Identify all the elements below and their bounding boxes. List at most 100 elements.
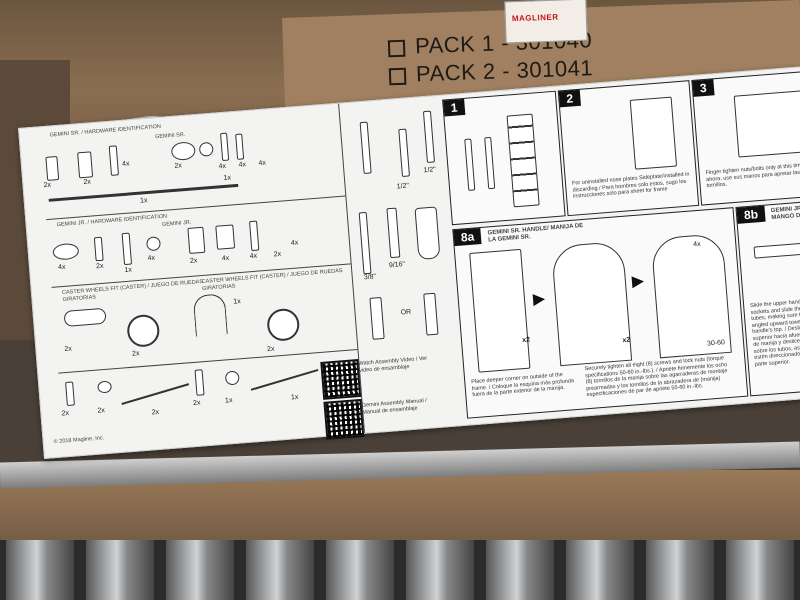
nut-part bbox=[224, 370, 240, 386]
assembly-detail bbox=[733, 90, 800, 158]
qty-label: 4x bbox=[121, 160, 130, 168]
bolt-part bbox=[220, 132, 230, 162]
roller bbox=[646, 540, 714, 600]
roller bbox=[6, 540, 74, 600]
qty-label: 1x bbox=[233, 298, 241, 306]
bolt-part bbox=[65, 381, 75, 407]
handle-detail bbox=[753, 241, 800, 259]
bracket-part bbox=[187, 226, 206, 254]
caster-wheel-part bbox=[126, 313, 161, 349]
arrow-right-icon bbox=[631, 275, 645, 289]
bracket-part bbox=[45, 156, 60, 181]
roller bbox=[486, 540, 554, 600]
qty-label: 2x bbox=[189, 257, 198, 265]
callout-label: x2 bbox=[622, 336, 631, 345]
qty-label: 1x bbox=[223, 174, 232, 183]
washer-part bbox=[170, 141, 196, 162]
wrench-tool bbox=[398, 128, 411, 178]
checkbox-icon bbox=[387, 39, 406, 57]
step-caption: Slide the upper handle of the pivot sock… bbox=[749, 297, 800, 368]
qty-label: 2x bbox=[64, 345, 73, 354]
qty-label: 4x bbox=[238, 161, 247, 169]
callout-label: 30-60 bbox=[706, 339, 726, 348]
wrench-tool bbox=[369, 297, 385, 340]
qty-label: 4x bbox=[218, 162, 227, 171]
ladder-frame bbox=[506, 113, 540, 208]
socket-wrench-tool bbox=[386, 207, 401, 259]
qty-label: 2x bbox=[273, 250, 282, 259]
roller bbox=[566, 540, 634, 600]
qty-label: 4x bbox=[258, 159, 267, 168]
frame-detail bbox=[469, 248, 531, 373]
brand-sticker: MAGLINER bbox=[504, 0, 588, 44]
handle-grip-part bbox=[63, 307, 107, 327]
qr-caption: Gemini Assembly Manual / Manual de ensam… bbox=[361, 397, 428, 416]
qty-label: 4x bbox=[57, 263, 66, 272]
qty-label: 2x bbox=[43, 181, 52, 190]
washer-part bbox=[97, 380, 113, 394]
frame-detail bbox=[629, 96, 678, 170]
caster-header-2: CASTER WHEELS FIT (CASTER) / JUEGO DE RU… bbox=[201, 267, 343, 293]
qty-label: 4x bbox=[147, 254, 156, 263]
caster-header-1: CASTER WHEELS FIT (CASTER) / JUEGO DE RU… bbox=[61, 278, 204, 304]
adjustable-wrench-tool bbox=[423, 292, 439, 336]
tool-label: 9/16" bbox=[388, 261, 406, 270]
loop-handle-part bbox=[192, 293, 228, 337]
step-number: 8b bbox=[736, 205, 766, 224]
qty-label: 1x bbox=[290, 393, 299, 402]
step-number: 3 bbox=[692, 79, 715, 97]
qty-label: 2x bbox=[266, 345, 275, 354]
step-subtitle: GEMINI JR. HANDLE/ MANGO DE LA GEMINI bbox=[770, 203, 800, 222]
qty-label: 2x bbox=[192, 399, 201, 408]
tool-label: 1/2" bbox=[396, 182, 410, 191]
tool-label: 3/8" bbox=[363, 273, 377, 282]
qty-label: 4x bbox=[249, 252, 258, 261]
caster-wheel-part bbox=[266, 307, 301, 343]
qty-label: 4x bbox=[290, 239, 299, 247]
pliers-tool bbox=[414, 206, 441, 260]
washer-part bbox=[52, 242, 80, 261]
qr-caption: Watch Assembly Video / Ver video de ensa… bbox=[358, 355, 428, 374]
roller bbox=[166, 540, 234, 600]
step-number: 8a bbox=[453, 228, 482, 247]
roller bbox=[406, 540, 474, 600]
bolt-part bbox=[249, 220, 260, 252]
bolt-part bbox=[194, 369, 205, 396]
bracket-part bbox=[77, 151, 94, 179]
bolt-part bbox=[121, 232, 133, 266]
qr-code-icon[interactable] bbox=[323, 398, 365, 440]
nut-part bbox=[198, 141, 214, 157]
step-panel-8a: 8a GEMINI SR. HANDLE/ MANIJA DE LA GEMIN… bbox=[452, 207, 749, 419]
qty-label: 1x bbox=[124, 266, 133, 275]
step-caption: For uninstalled nose plates Sideplate/in… bbox=[571, 171, 690, 200]
step-caption: Finger tighten nuts/bolts only at this t… bbox=[705, 160, 800, 190]
roller bbox=[86, 540, 154, 600]
callout-label: x2 bbox=[521, 336, 531, 345]
step-subtitle: GEMINI SR. HANDLE/ MANIJA DE LA GEMINI S… bbox=[487, 222, 584, 244]
step-panel-2: 2 For uninstalled nose plates Sideplate/… bbox=[557, 80, 700, 217]
screwdriver-tool bbox=[358, 211, 372, 275]
roller bbox=[326, 540, 394, 600]
roller bbox=[246, 540, 314, 600]
pack-line-2: PACK 2 - 301041 bbox=[388, 55, 594, 88]
qty-label: 2x bbox=[131, 350, 140, 358]
qr-code-icon[interactable] bbox=[320, 359, 362, 400]
bolt-part bbox=[235, 133, 245, 160]
copyright-text: © 2018 Magline, Inc. bbox=[53, 435, 105, 446]
step-panel-1: 1 bbox=[442, 90, 566, 226]
hardware-subheader-sr: GEMINI SR. bbox=[154, 131, 186, 141]
nut-part bbox=[145, 236, 162, 252]
qty-label: 1x bbox=[224, 397, 233, 405]
tool-label: 1/2" bbox=[423, 166, 437, 175]
qty-label: 2x bbox=[174, 162, 183, 170]
rod-part bbox=[250, 368, 319, 391]
wrench-tool bbox=[422, 110, 435, 164]
or-label: OR bbox=[400, 308, 412, 317]
arrow-right-icon bbox=[532, 293, 546, 307]
callout-label: 4x bbox=[692, 240, 701, 249]
step-panel-3: 3 Finger tighten nuts/bolts only at this… bbox=[691, 68, 800, 206]
qty-label: 2x bbox=[61, 409, 70, 418]
step-number: 1 bbox=[443, 98, 466, 117]
conveyor-rollers bbox=[0, 540, 800, 600]
instruction-sheet: GEMINI SR. / HARDWARE IDENTIFICATION GEM… bbox=[18, 65, 800, 459]
